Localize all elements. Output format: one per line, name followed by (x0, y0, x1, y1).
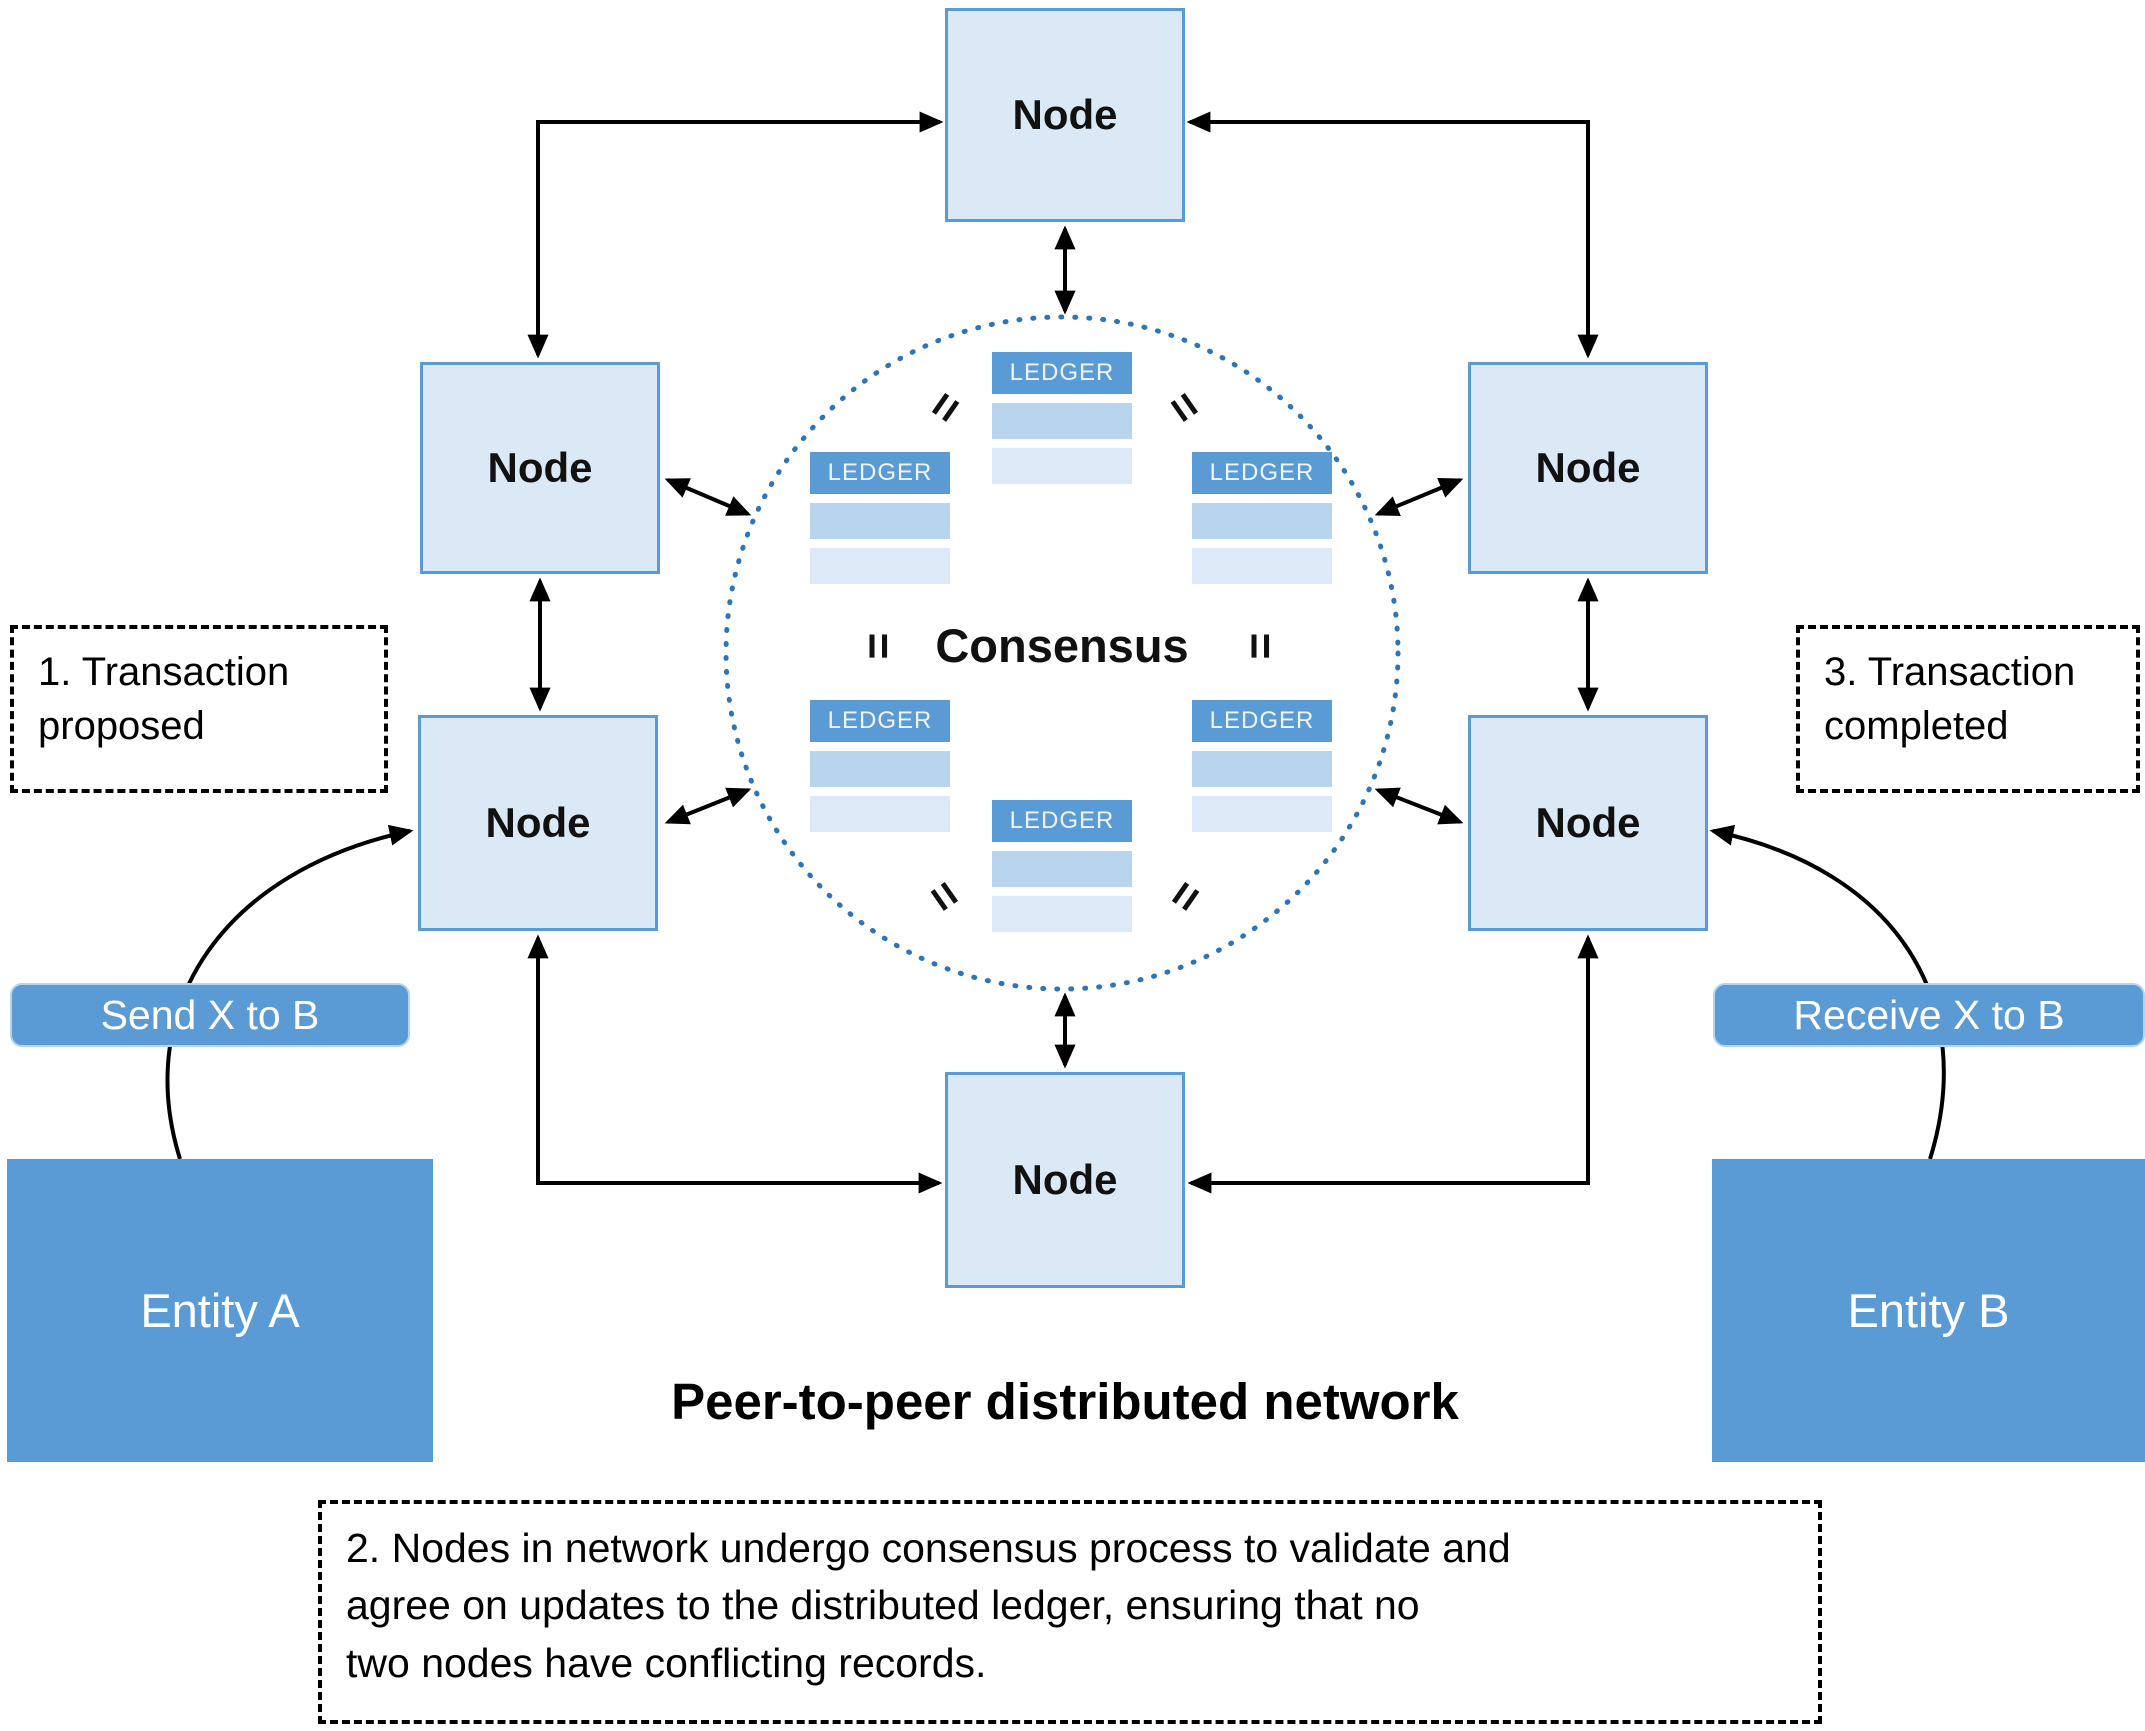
node-label: Node (1012, 91, 1118, 138)
ledger-left-lower: LEDGER (810, 700, 950, 832)
ledger-header: LEDGER (1192, 452, 1332, 494)
consensus-label: Consensus (935, 619, 1189, 672)
ledger-row (810, 548, 950, 584)
send-transaction-badge: Send X to B (10, 983, 410, 1047)
arrow-entity-a-to-node (165, 824, 414, 1160)
ledger-bottom: LEDGER (992, 800, 1132, 932)
annotation-transaction-proposed: 1. Transaction proposed (10, 625, 388, 793)
annotation-text: 1. Transaction proposed (38, 650, 290, 748)
equals-mark: = (1235, 632, 1287, 660)
node-left-lower: Node (418, 715, 658, 931)
ledger-header: LEDGER (992, 352, 1132, 394)
arrow-top-right-elbow (1186, 111, 1599, 359)
node-right-lower: Node (1468, 715, 1708, 931)
node-top: Node (945, 8, 1185, 222)
node-label: Node (1535, 799, 1641, 846)
annotation-line: 2. Nodes in network undergo consensus pr… (346, 1525, 1511, 1571)
arrow-bottom-left-elbow (527, 934, 943, 1194)
annotation-consensus-process: 2. Nodes in network undergo consensus pr… (318, 1500, 1822, 1724)
ledger-header: LEDGER (992, 800, 1132, 842)
equals-mark: = (853, 632, 905, 660)
ledger-row (810, 751, 950, 787)
node-right-upper: Node (1468, 362, 1708, 574)
ledger-row (1192, 751, 1332, 787)
annotation-line: two nodes have conflicting records. (346, 1639, 987, 1686)
annotation-transaction-completed: 3. Transaction completed (1796, 625, 2140, 793)
ledger-row (1192, 503, 1332, 539)
annotation-line: agree on updates to the distributed ledg… (346, 1582, 1420, 1629)
consensus-circle (723, 314, 1401, 992)
arrow-rightupper-circle (1374, 478, 1464, 516)
entity-a-box: Entity A (7, 1159, 433, 1462)
ledger-row (1192, 796, 1332, 832)
ledger-right-lower: LEDGER (1192, 700, 1332, 832)
ledger-row (992, 896, 1132, 932)
arrow-rightlower-circle (1374, 787, 1464, 825)
arrow-leftupper-circle (664, 478, 752, 516)
ledger-header: LEDGER (1192, 700, 1332, 742)
node-label: Node (487, 444, 593, 491)
entity-b-box: Entity B (1712, 1159, 2145, 1462)
arrow-bottom-right-elbow (1187, 934, 1599, 1194)
entity-a-label: Entity A (140, 1284, 300, 1337)
ledger-row (992, 448, 1132, 484)
arrow-entity-b-to-node (1709, 824, 1946, 1160)
ledger-header: LEDGER (810, 700, 950, 742)
receive-transaction-badge: Receive X to B (1713, 983, 2145, 1047)
receive-transaction-label: Receive X to B (1793, 991, 2065, 1038)
entity-b-label: Entity B (1847, 1284, 2010, 1337)
ledger-left-upper: LEDGER (810, 452, 950, 584)
ledger-row (1192, 548, 1332, 584)
node-label: Node (485, 799, 591, 846)
ledger-row (992, 403, 1132, 439)
annotation-text: 3. Transaction completed (1824, 650, 2076, 748)
node-label: Node (1535, 444, 1641, 491)
ledger-header: LEDGER (810, 452, 950, 494)
send-transaction-label: Send X to B (100, 991, 320, 1038)
arrow-leftlower-circle (664, 787, 752, 825)
node-label: Node (1012, 1156, 1118, 1203)
node-bottom: Node (945, 1072, 1185, 1288)
diagram-title: Peer-to-peer distributed network (671, 1373, 1459, 1430)
ledger-row (992, 851, 1132, 887)
arrow-top-left-elbow (527, 111, 944, 359)
ledger-right-upper: LEDGER (1192, 452, 1332, 584)
ledger-row (810, 503, 950, 539)
ledger-row (810, 796, 950, 832)
node-left-upper: Node (420, 362, 660, 574)
ledger-top: LEDGER (992, 352, 1132, 484)
